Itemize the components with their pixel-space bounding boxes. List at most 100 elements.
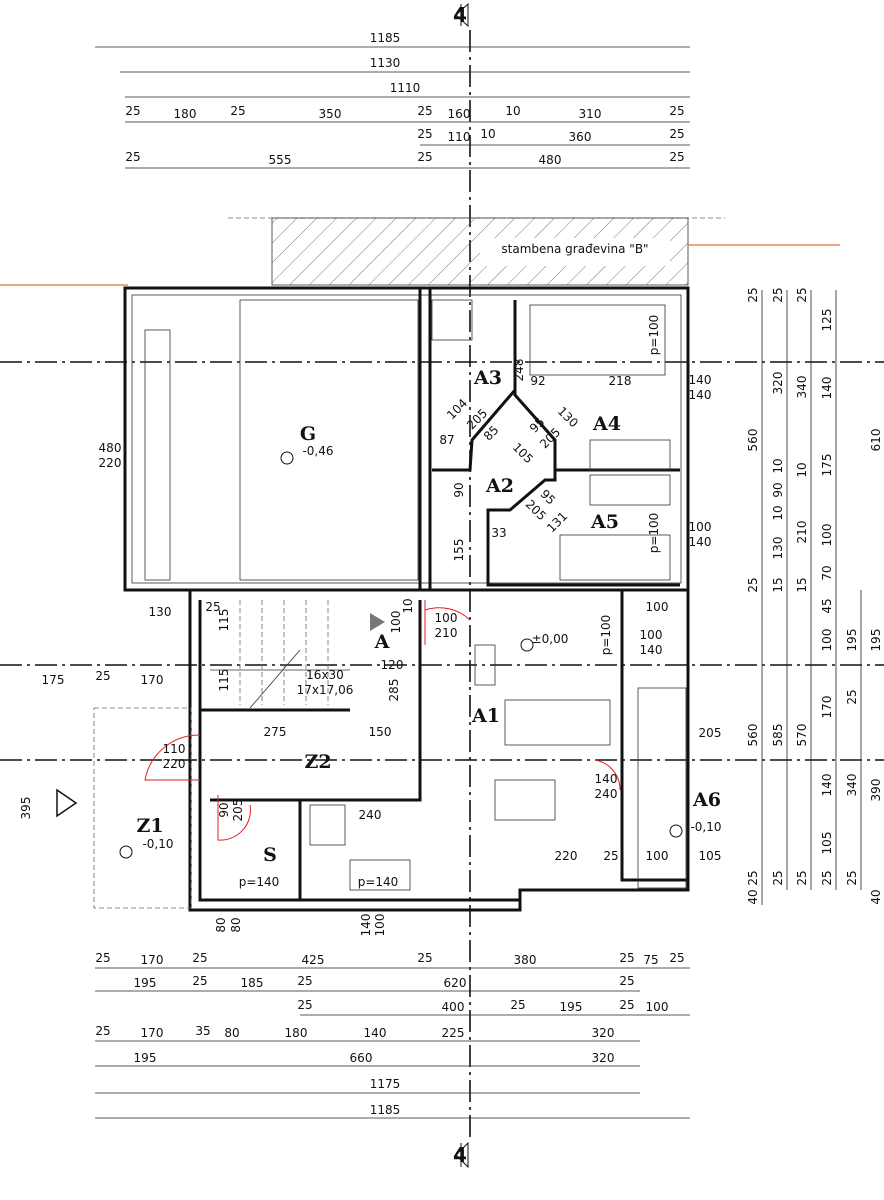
plan-labels-label: 25 — [95, 669, 110, 683]
plan-labels-label: 33 — [491, 526, 506, 540]
right-dims-label: 90 — [771, 482, 785, 497]
top-dims-label: 1130 — [370, 56, 401, 70]
right-dims-label: 105 — [820, 832, 834, 855]
bottom-dims-label: 25 — [192, 974, 207, 988]
plan-labels-label: 285 — [387, 679, 401, 702]
level-label: -0,10 — [690, 820, 721, 834]
plan-labels-label: p=140 — [358, 875, 399, 889]
right-dims-label: 40 — [746, 889, 760, 904]
bottom-dims-label: 380 — [514, 953, 537, 967]
right-dims-label: 25 — [795, 870, 809, 885]
room-label: A4 — [592, 413, 621, 435]
right-dims-label: 100 — [820, 629, 834, 652]
walls — [123, 286, 690, 912]
bottom-dims-label: 425 — [302, 953, 325, 967]
room-label: G — [300, 423, 316, 445]
bottom-dims-label: 1175 — [370, 1077, 401, 1091]
room-label: A2 — [485, 475, 514, 497]
plan-labels-label: 25 — [603, 849, 618, 863]
right-dims-label: 560 — [746, 429, 760, 452]
right-dims-label: 40 — [869, 889, 883, 904]
top-dims-label: 1185 — [370, 31, 401, 45]
bottom-dims-label: 25 — [619, 998, 634, 1012]
plan-labels-label: 105 — [510, 440, 536, 466]
terrace-z1 — [93, 707, 192, 909]
plan-labels-label: 10 — [401, 598, 415, 613]
section-marker-top — [455, 2, 469, 28]
plan-labels-label: 105 — [699, 849, 722, 863]
terrace-a6 — [637, 687, 687, 889]
staircase — [210, 600, 350, 709]
right-dims-label: 140 — [820, 377, 834, 400]
right-dims-label: 570 — [795, 724, 809, 747]
right-dims-label: 125 — [820, 309, 834, 332]
top-dims-label: 1110 — [390, 81, 421, 95]
plan-labels-label: 100 — [689, 520, 712, 534]
bottom-dims-label: 25 — [669, 951, 684, 965]
plan-labels-label: 80 — [229, 917, 243, 932]
right-dims-label: 195 — [869, 629, 883, 652]
plan-labels-label: 92 — [530, 374, 545, 388]
top-dims-label: 25 — [669, 127, 684, 141]
right-dims-label: 560 — [746, 724, 760, 747]
bottom-dims-label: 195 — [560, 1000, 583, 1014]
plan-labels-label: 218 — [609, 374, 632, 388]
right-dims-label: 25 — [746, 577, 760, 592]
plan-labels-label: 210 — [435, 626, 458, 640]
right-dims-label: 340 — [795, 376, 809, 399]
bottom-dims-label: 80 — [224, 1026, 239, 1040]
bottom-dims-label: 660 — [350, 1051, 373, 1065]
right-dims-label: 320 — [771, 372, 785, 395]
plan-labels-label: 220 — [555, 849, 578, 863]
room-label: A5 — [590, 511, 619, 533]
plan-labels-label: 140 — [689, 373, 712, 387]
bottom-dims-label: 25 — [192, 951, 207, 965]
bottom-dims-label: 320 — [592, 1051, 615, 1065]
plan-labels-label: 395 — [19, 797, 33, 820]
plan-labels-label: 140 — [689, 388, 712, 402]
plan-labels-label: 100 — [646, 849, 669, 863]
right-dims-label: 610 — [869, 429, 883, 452]
plan-labels-label: 240 — [359, 808, 382, 822]
plan-labels-label: 150 — [369, 725, 392, 739]
top-dims-label: 25 — [125, 150, 140, 164]
top-dims-label: 25 — [669, 104, 684, 118]
room-label: Z2 — [304, 751, 331, 773]
plan-labels-label: 140 — [595, 772, 618, 786]
right-dims-label: 15 — [795, 577, 809, 592]
right-dims-label: 45 — [820, 598, 834, 613]
plan-labels-label: 104 — [444, 396, 470, 422]
room-label: A — [374, 631, 390, 653]
top-dims-label: 10 — [480, 127, 495, 141]
top-dims-label: 25 — [669, 150, 684, 164]
plan-labels-label: 120 — [381, 658, 404, 672]
right-dims-label: 25 — [771, 870, 785, 885]
section-marker-label: 4 — [453, 3, 467, 27]
right-dims-label: 25 — [845, 689, 859, 704]
right-dims-label: 100 — [820, 524, 834, 547]
plan-labels-label: 175 — [42, 673, 65, 687]
right-dims-label: 70 — [820, 565, 834, 580]
plan-labels-label: 80 — [214, 917, 228, 932]
plan-labels-label: 130 — [149, 605, 172, 619]
top-dims-label: 110 — [448, 130, 471, 144]
plan-labels-label: 205 — [699, 726, 722, 740]
plan-labels-label: 17x17,06 — [297, 683, 354, 697]
plan-labels-label: p=140 — [239, 875, 280, 889]
top-dims-label: 180 — [174, 107, 197, 121]
right-dims-label: 10 — [795, 462, 809, 477]
right-dims-label: 25 — [795, 287, 809, 302]
plan-labels-label: 115 — [217, 669, 231, 692]
bottom-dims-label: 25 — [95, 951, 110, 965]
top-dims-label: 555 — [269, 153, 292, 167]
right-dims-label: 210 — [795, 521, 809, 544]
bottom-dims-label: 100 — [646, 1000, 669, 1014]
plan-labels-label: 170 — [141, 673, 164, 687]
bottom-dims-label: 25 — [619, 951, 634, 965]
plan-labels-label: 130 — [555, 404, 581, 430]
right-dims-label: 10 — [771, 458, 785, 473]
room-label: S — [263, 844, 277, 866]
top-dims-label: 480 — [539, 153, 562, 167]
top-dims-label: 160 — [448, 107, 471, 121]
